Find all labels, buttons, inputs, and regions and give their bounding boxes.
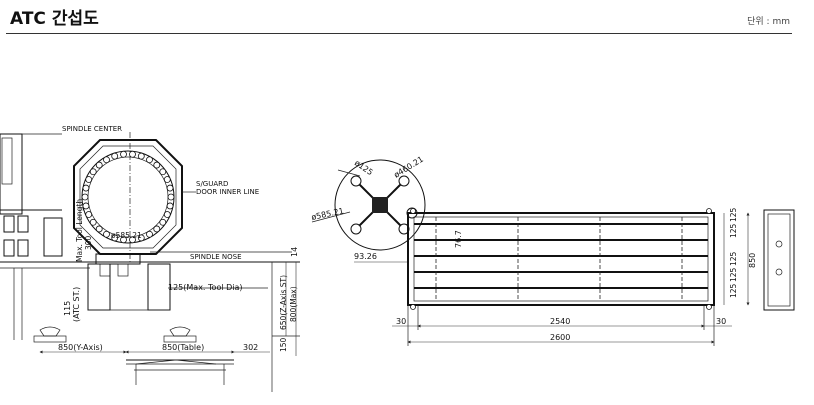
table-bolt [706,304,712,310]
tool-pocket [103,156,110,164]
tool-pocket [129,150,136,158]
tool-pocket [103,230,110,238]
max-tool-length-label: Max. Tool Length [75,199,84,262]
slot-dim-e: 125 [729,283,738,298]
tool-pocket [153,161,161,169]
dim-9326-label: 93.26 [354,252,377,261]
guard-label-2: DOOR INNER LINE [196,188,259,196]
left-30-label: 30 [396,317,406,326]
tool-pockets [81,150,175,244]
slot-dim-c: 125 [729,251,738,266]
dim-300-label: 300 [84,235,93,250]
tool-pocket [167,193,175,201]
spindle-nose-label: SPINDLE NOSE [190,253,242,261]
tool-pocket [111,234,119,242]
unit-label: 단위 : mm [747,17,790,27]
tool-pocket [129,236,136,244]
dim-302-label: 302 [243,343,258,352]
tool-pocket [95,225,103,233]
slot-dim-b: 125 [729,223,738,238]
side-view: SPINDLE CENTER ø585.21 Max. Tool Length … [0,125,300,392]
max-800-label: 800(Max) [289,286,298,322]
tool-pocket [120,150,127,158]
tool-pocket [95,161,103,169]
tool-pocket [166,184,174,192]
tool-pocket [159,218,167,226]
table-bolt [410,304,416,310]
tool-pocket [137,234,145,242]
table-bolts [410,208,712,310]
tool-pocket [166,202,174,210]
tool-pocket [146,230,153,238]
dim-150-label: 150 [279,337,288,352]
dim-14-label: 14 [290,247,299,257]
tool-pocket [146,156,153,164]
tool-pocket [163,176,171,183]
tool-pocket [82,202,90,210]
atc-sweep-circle [334,159,426,251]
max-tool-dia-label: 125(Max. Tool Dia) [168,283,243,292]
top-view: ø125 ø460.21 ø585.21 76.7 93.26 125 125 … [311,155,795,346]
tool-pocket [159,168,167,176]
atc-st-value: 115 [63,301,72,316]
tool-pocket [111,152,119,160]
magazine-diameter-label: ø585.21 [111,231,142,240]
d460-label: ø460.21 [392,155,425,180]
tool-pocket [85,211,93,218]
table-bolt [410,208,416,214]
guard-label-1: S/GUARD [196,180,228,188]
tool-pocket [85,176,93,183]
page-title: ATC 간섭도 [10,9,99,29]
machine-column [0,133,90,340]
tool-pocket [137,152,145,160]
spindle-tools [87,253,171,311]
tool-pocket [163,211,171,218]
atc-st-label: (ATC ST.) [72,287,81,322]
header-divider [6,33,792,34]
tool-pocket [153,225,161,233]
tool-pocket [120,236,127,244]
slot-dim-d: 125 [729,267,738,282]
table-fixture [33,326,234,385]
table-label: 850(Table) [162,343,204,352]
dim-850-label: 850 [748,253,757,268]
width-2540-label: 2540 [550,317,570,326]
slot-dim-a: 125 [729,207,738,222]
tool-pocket [81,193,89,201]
atc-arm [350,175,418,235]
table-bolt [706,208,712,214]
d585-label: ø585.21 [311,206,345,222]
spindle-center-label: SPINDLE CENTER [62,125,122,133]
work-table [407,212,715,306]
tool-pocket [89,218,97,226]
table-end-view [763,209,795,311]
t-slots [414,217,708,301]
right-30-label: 30 [716,317,726,326]
tool-pocket [82,184,90,192]
z-axis-st-label: 650(Z-Axis ST) [279,275,288,330]
y-axis-label: 850(Y-Axis) [58,343,103,352]
total-2600-label: 2600 [550,333,570,342]
tool-pocket [89,168,97,176]
